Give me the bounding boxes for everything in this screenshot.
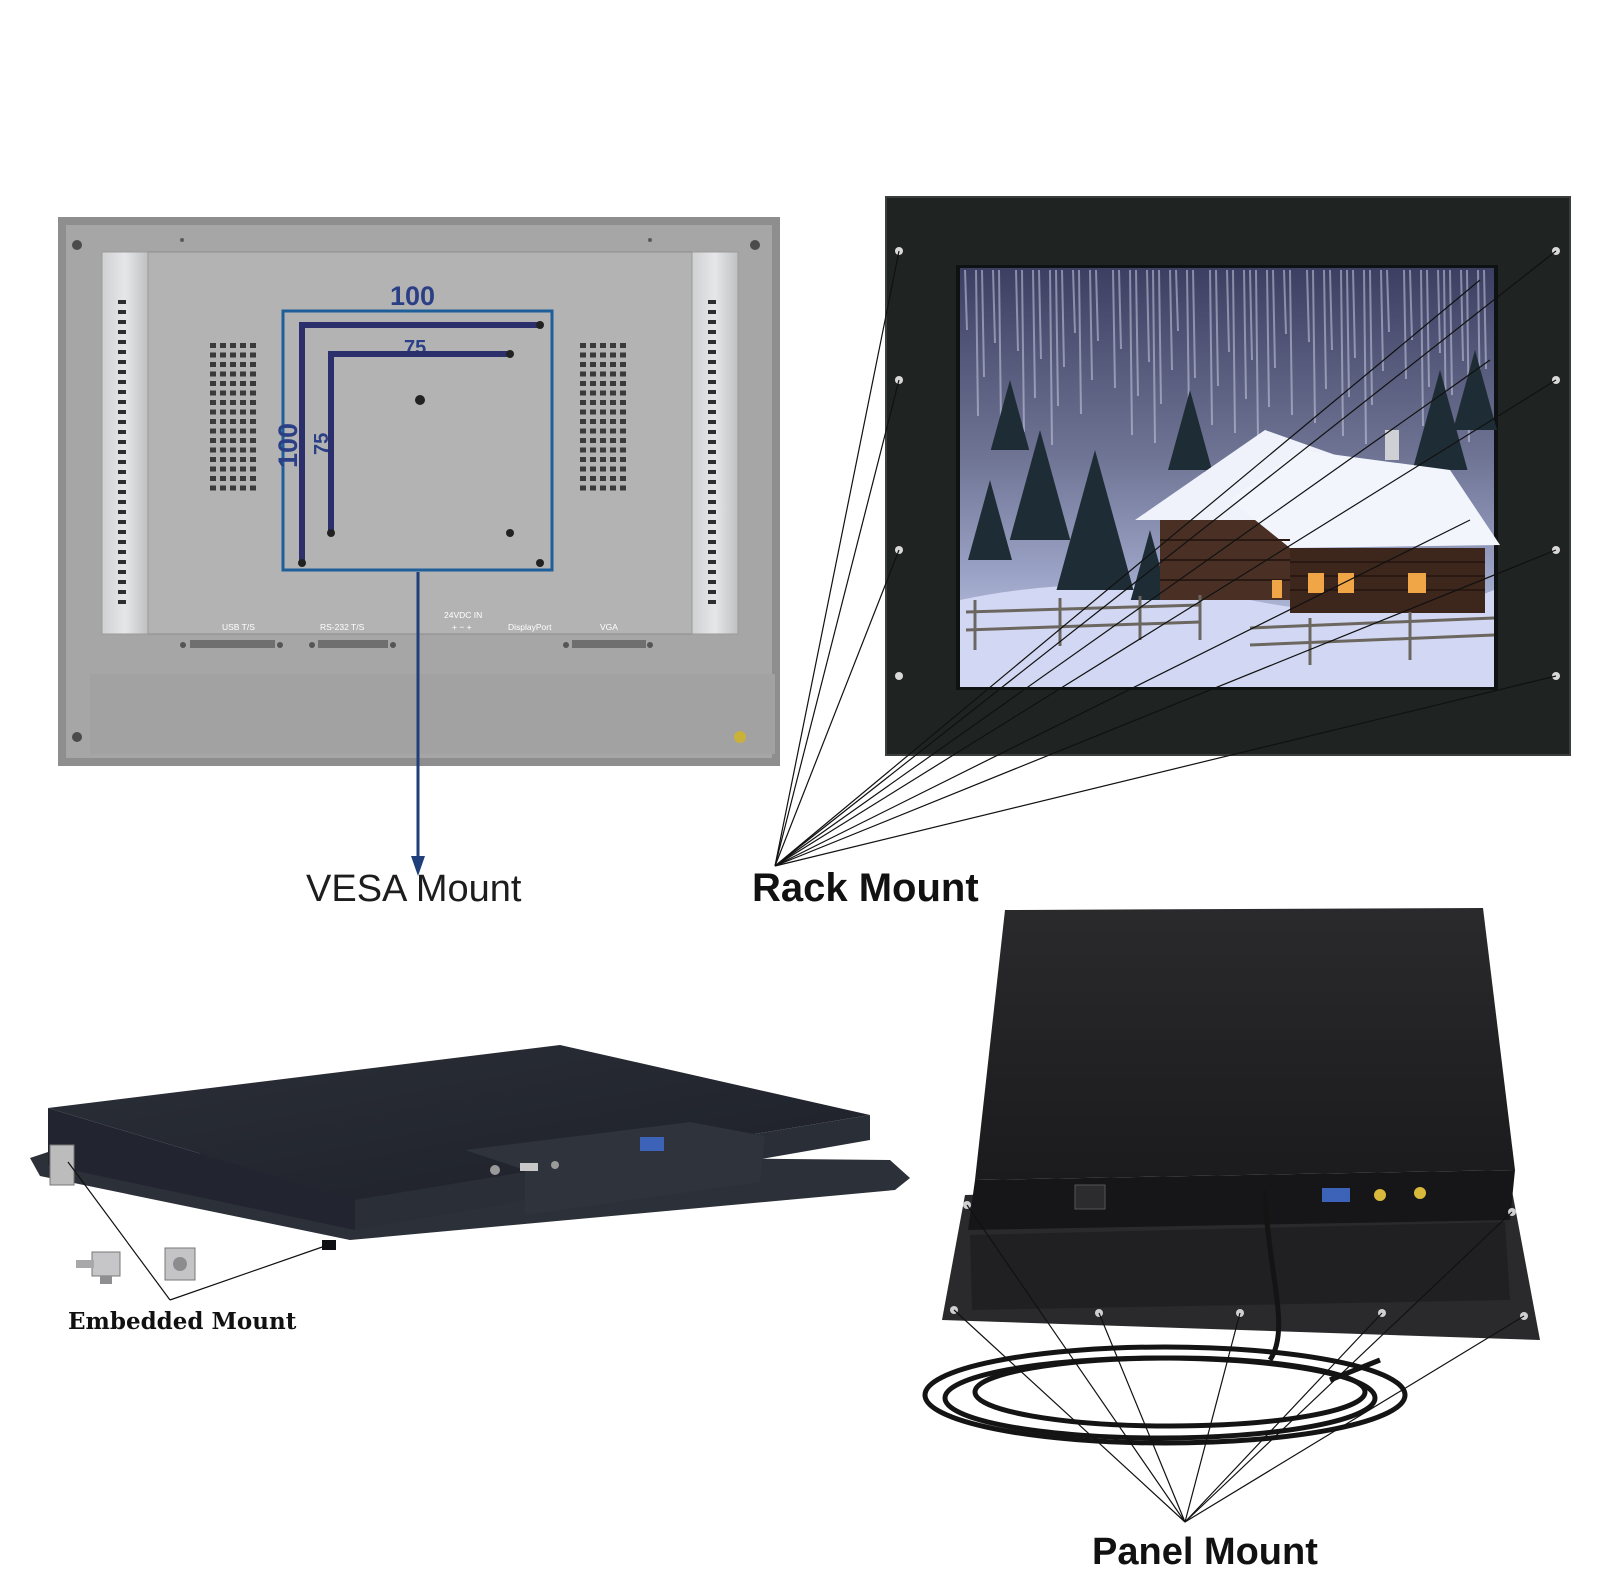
usb-port-icon <box>520 1163 538 1171</box>
vesa-height-100: 100 <box>273 423 303 468</box>
fence <box>965 595 1495 665</box>
port-label-rs232: RS-232 T/S <box>320 622 365 632</box>
rack-mount-label: Rack Mount <box>752 866 979 910</box>
panel-lower-box <box>970 1222 1510 1310</box>
side-slot <box>322 1240 336 1250</box>
vesa-bracket-100 <box>299 322 540 563</box>
vesa-pointer-arrowhead <box>411 856 425 876</box>
panel-port-face <box>968 1170 1515 1230</box>
vesa-bracket-75 <box>328 351 510 533</box>
vesa-mount-label: VESA Mount <box>306 868 522 910</box>
port-label-usb: USB T/S <box>222 622 255 632</box>
vesa-frame <box>281 309 554 572</box>
port-labels: USB T/S RS-232 T/S 24VDC IN + − + Displa… <box>222 610 618 632</box>
power-socket-icon <box>1074 1184 1106 1210</box>
power-jack-icon <box>490 1165 500 1175</box>
port-label-vga: VGA <box>600 622 618 632</box>
port-label-power: 24VDC IN <box>444 610 482 620</box>
embedded-clip-nut-icon <box>164 1247 196 1281</box>
left-vent-grid <box>210 343 256 491</box>
port-label-power-polarity: + − + <box>452 622 472 632</box>
winter-cabin-scene <box>960 268 1500 687</box>
av-port-yellow-2-icon <box>1414 1187 1426 1199</box>
recessed-port-bay <box>465 1122 765 1215</box>
port-label-displayport: DisplayPort <box>508 622 552 632</box>
embedded-leader-lines <box>67 1161 329 1301</box>
left-rail-slots <box>118 300 126 604</box>
port-strip <box>180 640 653 648</box>
vesa-width-100: 100 <box>390 281 435 311</box>
panel-mount-enclosure <box>922 908 1540 1446</box>
vesa-height-75: 75 <box>311 433 333 455</box>
av-port-yellow-icon <box>1374 1189 1386 1201</box>
right-vent-grid <box>580 343 626 491</box>
right-rail-slots <box>708 300 716 604</box>
embedded-mount-label: Embedded Mount <box>68 1308 297 1335</box>
panel-mount-label: Panel Mount <box>1092 1531 1318 1573</box>
power-cable <box>922 1189 1408 1446</box>
embedded-mount-enclosure <box>30 1045 910 1284</box>
enclosure-left-face <box>48 1108 355 1230</box>
panel-leader-lines <box>953 1204 1525 1523</box>
vesa-pattern: 100 75 100 75 <box>273 281 554 876</box>
rack-leader-lines <box>774 250 1557 867</box>
panel-enclosure-top <box>975 908 1515 1180</box>
rack-mount-panel <box>885 196 1571 756</box>
panel-vga-port-icon <box>1322 1188 1350 1202</box>
lower-plate <box>90 674 775 754</box>
warning-badge-icon <box>734 731 746 743</box>
embedded-clip-icon <box>76 1251 121 1284</box>
enclosure-top <box>48 1045 870 1200</box>
vga-port-icon <box>640 1137 664 1151</box>
